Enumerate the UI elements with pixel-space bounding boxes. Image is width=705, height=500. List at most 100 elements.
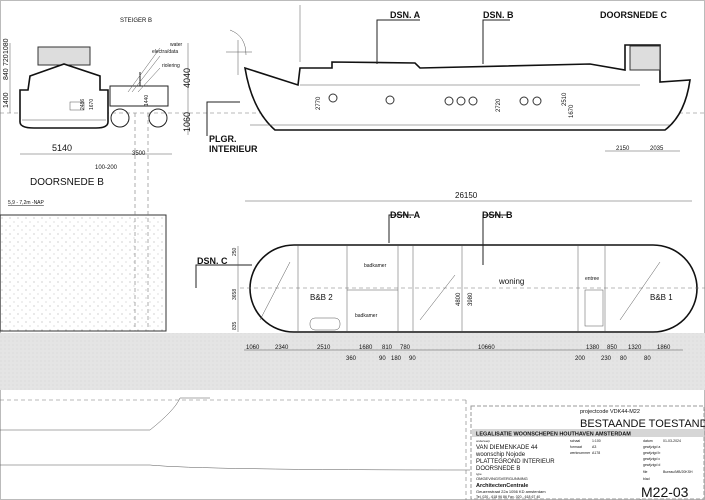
format: A3 — [592, 445, 596, 449]
neighbour-boat-outline — [0, 397, 471, 471]
ship-name: woonschip Nojode — [475, 452, 526, 458]
dim-label: 1670 — [569, 104, 575, 118]
field-label: formaat — [570, 445, 582, 449]
field-label: onderwerp — [476, 439, 491, 443]
dim-label: 1860 — [657, 345, 671, 351]
dim-label: 2035 — [650, 146, 664, 152]
permit-type: OMGEVINGSVERGUNNING — [476, 476, 528, 481]
room-badkamer-2: badkamer — [355, 313, 378, 319]
field-label: gewijzigd c — [643, 457, 660, 461]
dim-gap: 100-200 — [95, 165, 118, 171]
dim-label: 90 — [409, 356, 416, 362]
date: 01-03-2024 — [663, 439, 681, 443]
dim-label: 3980 — [468, 292, 474, 306]
hull-plan — [249, 244, 698, 333]
dim-width: 5140 — [52, 143, 72, 153]
nap-label: 5,9 - 7,2m -NAP — [8, 200, 45, 206]
dsn-a-label: DSN. A — [390, 10, 421, 20]
dim-label: 1320 — [628, 345, 642, 351]
work-number: A178 — [592, 451, 600, 455]
field-label: gewijzigd a — [643, 445, 660, 449]
field-label: werknummer — [570, 451, 591, 455]
plgr-label: PLGR. — [209, 134, 237, 144]
dim-label: 90 — [379, 356, 386, 362]
section-b-title: DOORSNEDE B — [30, 177, 104, 188]
project-code: projectcode VDK44-M22 — [580, 409, 640, 415]
dsn-b-label: DSN. B — [483, 10, 514, 20]
dim-label: 4800 — [456, 292, 462, 306]
dim-steiger: 3500 — [132, 151, 146, 157]
dim-label: 2510 — [317, 345, 331, 351]
dim-label: 810 — [382, 345, 393, 351]
firm-name: ArchitectenCentrale — [476, 483, 528, 489]
field-label: schaal — [570, 439, 580, 443]
dim-label: 3658 — [232, 289, 238, 300]
subject-2: DOORSNEDE B — [476, 466, 520, 472]
dim-label: 2150 — [616, 146, 630, 152]
dsn-b-marker — [482, 19, 510, 64]
field-label: gewijzigd b — [643, 451, 660, 455]
dim-label: 1080 — [3, 38, 10, 54]
field-label: gewijzigd d — [643, 463, 660, 467]
dim-label: 2340 — [275, 345, 289, 351]
room-badkamer-1: badkamer — [364, 263, 387, 269]
firm-address: Geuzenstraat 22a 1056 KD amsterdam — [476, 489, 546, 494]
dim-label: 2770 — [316, 96, 322, 110]
title-block: projectcode VDK44-M22 BESTAANDE TOESTAND… — [470, 405, 705, 500]
section-b: STEIGER B water electra/data riolering 1… — [0, 18, 705, 332]
dim-label: 360 — [346, 356, 357, 362]
riolering-label: riolering — [162, 63, 180, 69]
dim-label: 720 — [3, 54, 10, 66]
firm-phone: Tel. 020 - 618 96 86 Fax. 020 - 618 67 4… — [476, 495, 540, 499]
quay-strip — [0, 333, 705, 390]
project-banner: LEGALISATIE WOONSCHEPEN HOUTHAVEN AMSTER… — [476, 432, 631, 438]
dim-label: 230 — [601, 356, 612, 362]
dim-label: 780 — [400, 345, 411, 351]
section-c-title: DOORSNEDE C — [600, 10, 668, 20]
dim-label: 80 — [620, 356, 627, 362]
dim-label: 2510 — [562, 92, 568, 106]
floor-plan: 26150 DSN. A DSN. B DSN. C B&B 2 woning … — [0, 191, 705, 390]
float-left — [110, 108, 130, 128]
field-label: type — [476, 472, 482, 476]
dim-label: 1380 — [586, 345, 600, 351]
dim-label: 180 — [391, 356, 402, 362]
file-path: Bureau/MB/20KSH — [663, 470, 693, 474]
quay-ground — [0, 214, 167, 332]
dim-label: 1680 — [359, 345, 373, 351]
dim-label: 1400 — [3, 92, 10, 108]
dim-label: 1060 — [182, 112, 192, 132]
dim-label: 4040 — [182, 68, 192, 88]
dim-label: 850 — [607, 345, 618, 351]
dim-label: 2486 — [80, 99, 86, 110]
dim-label: 80 — [644, 356, 651, 362]
interieur-label: INTERIEUR — [209, 144, 258, 154]
dim-total: 26150 — [455, 191, 478, 200]
drawing-status: BESTAANDE TOESTAND — [580, 418, 705, 430]
room-woning: woning — [498, 277, 524, 286]
hull-longitudinal — [243, 44, 691, 131]
scale: 1:100 — [592, 439, 601, 443]
sheet-number: M22-03 — [641, 484, 689, 500]
field-label: datum — [643, 439, 653, 443]
plan-dsn-c-label: DSN. C — [197, 256, 228, 266]
room-entree: entree — [585, 276, 599, 282]
dsn-a-marker — [376, 19, 420, 64]
address: VAN DIEMENKADE 44 — [476, 445, 538, 451]
steiger-label: STEIGER B — [120, 18, 152, 24]
steiger-platform — [109, 85, 169, 107]
dim-label: 840 — [3, 68, 10, 80]
dim-label: 1440 — [144, 95, 150, 106]
plan-dsn-a-label: DSN. A — [390, 210, 421, 220]
plan-dsn-b-label: DSN. B — [482, 210, 513, 220]
float-right — [148, 108, 168, 128]
dim-label: 835 — [232, 321, 238, 330]
dim-label: 10660 — [478, 345, 495, 351]
dim-label: 250 — [232, 247, 238, 256]
hull-cross-section — [19, 63, 109, 129]
electra-label: electra/data — [152, 49, 178, 55]
field-label: file — [643, 470, 648, 474]
dim-label: 1060 — [246, 345, 260, 351]
room-bb2: B&B 2 — [310, 293, 333, 302]
